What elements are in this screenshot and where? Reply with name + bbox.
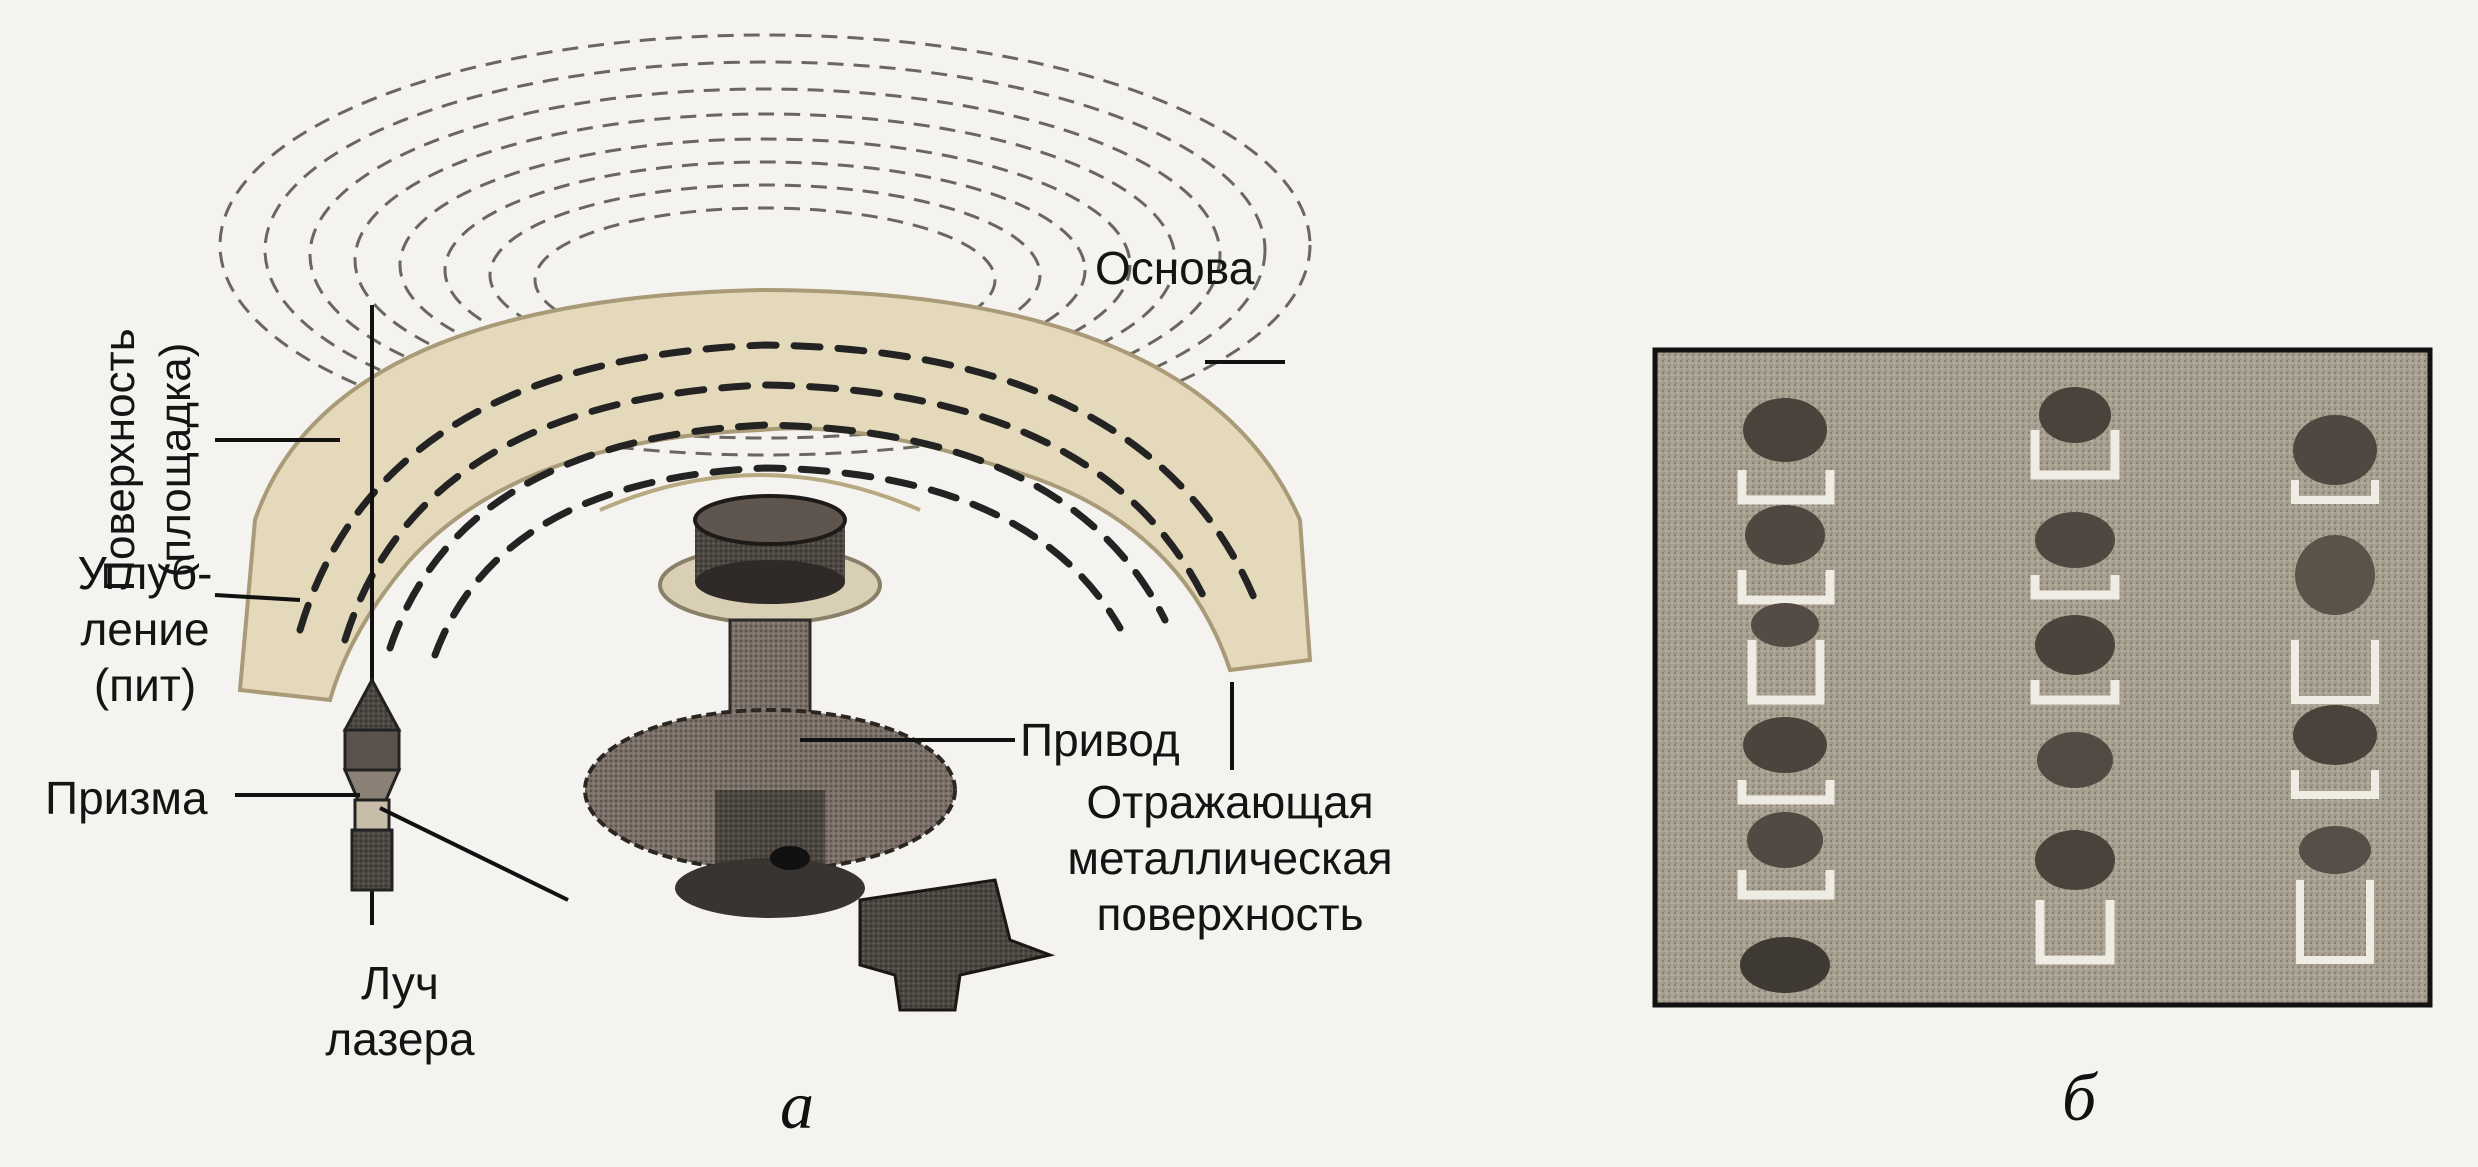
label-laser: Луч лазера <box>300 955 500 1067</box>
label-reflective-line2: металлическая <box>1067 832 1393 884</box>
spindle-hub <box>658 494 882 625</box>
label-reflective: Отражающая металлическая поверхность <box>1060 774 1400 942</box>
label-pit-line3: (пит) <box>93 659 197 711</box>
label-base: Основа <box>1095 242 1255 294</box>
motor-block <box>858 878 1056 1012</box>
label-prism: Призма <box>45 772 208 824</box>
base-layer-rings <box>218 33 1312 457</box>
reflective-layer <box>237 287 1313 703</box>
leader-pit <box>214 593 301 602</box>
label-pit-line1: Углуб- <box>77 547 213 599</box>
laser-prism-assembly <box>342 676 402 892</box>
panel-a-letter: а <box>780 1067 814 1143</box>
center-hole-edge <box>599 473 921 512</box>
label-drive: Привод <box>1020 714 1180 766</box>
disc-illustration <box>214 33 1313 1012</box>
leader-prism-diagonal <box>379 806 569 902</box>
pit-tracks <box>296 341 1259 659</box>
micro-pits <box>1737 387 2379 993</box>
label-laser-line2: лазера <box>325 1013 475 1065</box>
label-reflective-line1: Отражающая <box>1086 776 1374 828</box>
leader-lines <box>214 360 1285 902</box>
label-reflective-line3: поверхность <box>1096 888 1364 940</box>
motor-gear <box>583 708 957 918</box>
label-laser-line1: Луч <box>361 957 439 1009</box>
microscope-image <box>1652 347 2433 1008</box>
label-pit: Углуб- ление (пит) <box>50 545 240 713</box>
label-pit-line2: ление <box>80 603 210 655</box>
panel-b-letter: б <box>2062 1059 2097 1135</box>
